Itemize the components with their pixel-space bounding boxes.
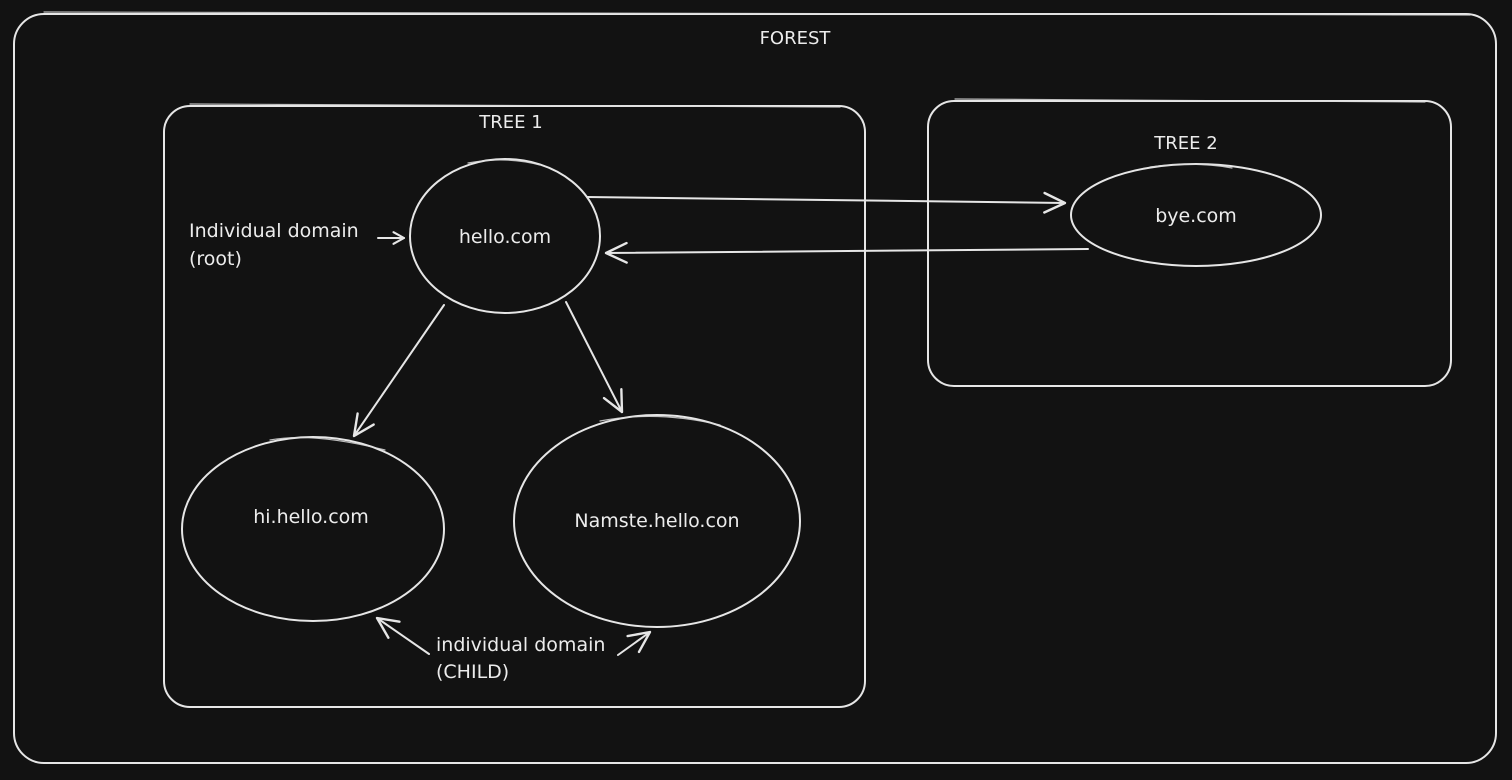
root-note-line2: (root): [189, 248, 242, 270]
forest-label: FOREST: [760, 28, 832, 49]
arrow-bye-to-hello: [604, 241, 1089, 264]
node-hello-com[interactable]: [409, 158, 601, 314]
arrow-hello-to-namste: [565, 301, 624, 414]
arrow-child-note-left: [375, 616, 430, 655]
arrow-hello-to-bye: [586, 191, 1067, 214]
tree1-label: TREE 1: [478, 112, 542, 133]
arrow-child-note-right: [617, 630, 652, 656]
tree2-label: TREE 2: [1153, 133, 1217, 154]
node-hi-hello-com[interactable]: [181, 436, 445, 622]
node-hi-hello-com-label: hi.hello.com: [253, 506, 369, 528]
node-bye-com-label: bye.com: [1155, 205, 1237, 227]
tree2-container[interactable]: [927, 98, 1452, 387]
node-namste-hello-con[interactable]: [513, 414, 801, 628]
arrow-hello-to-hi: [352, 304, 445, 438]
tree1-container[interactable]: [163, 103, 866, 708]
forest-container[interactable]: [13, 11, 1497, 764]
root-note-line1: Individual domain: [189, 220, 359, 242]
node-hello-com-label: hello.com: [459, 226, 551, 248]
child-note-line2: (CHILD): [436, 661, 509, 683]
child-note-line1: individual domain: [436, 634, 605, 656]
node-namste-hello-con-label: Namste.hello.con: [574, 510, 739, 532]
node-bye-com[interactable]: [1070, 163, 1322, 267]
